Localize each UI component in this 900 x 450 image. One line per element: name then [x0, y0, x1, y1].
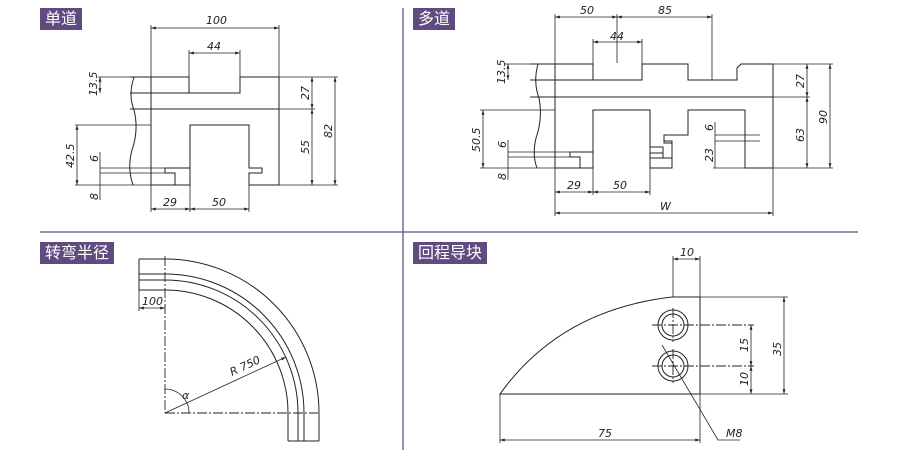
- panel-title-return-guide: 回程导块: [413, 242, 488, 264]
- dim-single-44: 44: [207, 40, 221, 53]
- panel-title-bend-radius: 转弯半径: [40, 242, 115, 264]
- panel-title-multi-track: 多道: [413, 8, 456, 30]
- dim-guide-thread: M8: [726, 427, 743, 440]
- dim-multi-90: 90: [817, 110, 830, 124]
- bend-radius-drawing: 100 R 750 α: [138, 256, 320, 442]
- dim-guide-10-top: 10: [680, 246, 694, 259]
- panel-title-single-track: 单道: [40, 8, 83, 30]
- dim-multi-50-5: 50.5: [470, 128, 483, 153]
- dim-single-8: 8: [88, 193, 101, 200]
- dim-multi-W: W: [660, 200, 672, 213]
- dim-single-55: 55: [299, 140, 312, 154]
- dim-guide-35: 35: [771, 342, 784, 356]
- dim-multi-50: 50: [613, 179, 627, 192]
- dim-single-50: 50: [212, 196, 226, 209]
- dim-single-82: 82: [322, 124, 335, 138]
- return-guide-drawing: 10 15 10 35 75 M8: [499, 246, 788, 443]
- dim-single-42-5: 42.5: [64, 144, 77, 169]
- bolt-hole-lower: [652, 349, 754, 383]
- dim-bend-angle: α: [182, 389, 190, 402]
- single-track-profile: [75, 76, 280, 186]
- dim-single-13-5: 13.5: [87, 72, 100, 97]
- dim-guide-15: 15: [738, 338, 751, 352]
- dim-multi-63: 63: [794, 128, 807, 142]
- dim-multi-44: 44: [610, 30, 624, 43]
- multi-track-dimensions: 50 85 44 13.5 50.5 6 8 27 63 90 6 23 29 …: [470, 4, 833, 216]
- dim-multi-8: 8: [496, 173, 509, 180]
- dim-multi-6b: 6: [703, 124, 716, 131]
- dim-guide-75: 75: [598, 427, 612, 440]
- dim-multi-6: 6: [496, 141, 509, 148]
- dim-multi-13-5: 13.5: [495, 60, 508, 85]
- dim-single-100: 100: [206, 14, 227, 27]
- dim-single-6: 6: [88, 155, 101, 162]
- multi-track-profile: [480, 63, 774, 169]
- dim-multi-85: 85: [658, 4, 672, 17]
- bolt-hole-upper: [652, 308, 754, 342]
- dim-guide-10: 10: [738, 372, 751, 386]
- dim-multi-27: 27: [794, 74, 807, 88]
- dim-single-29: 29: [163, 196, 177, 209]
- dim-bend-100: 100: [142, 295, 163, 308]
- single-track-dimensions: 100 44 13.5 42.5 6 8 27 55 82 29 50: [64, 14, 338, 212]
- dim-multi-29: 29: [567, 179, 581, 192]
- dim-multi-50-top: 50: [580, 4, 594, 17]
- dim-single-27: 27: [299, 86, 312, 100]
- dim-multi-23: 23: [703, 148, 716, 162]
- dim-bend-radius: R 750: [228, 353, 263, 378]
